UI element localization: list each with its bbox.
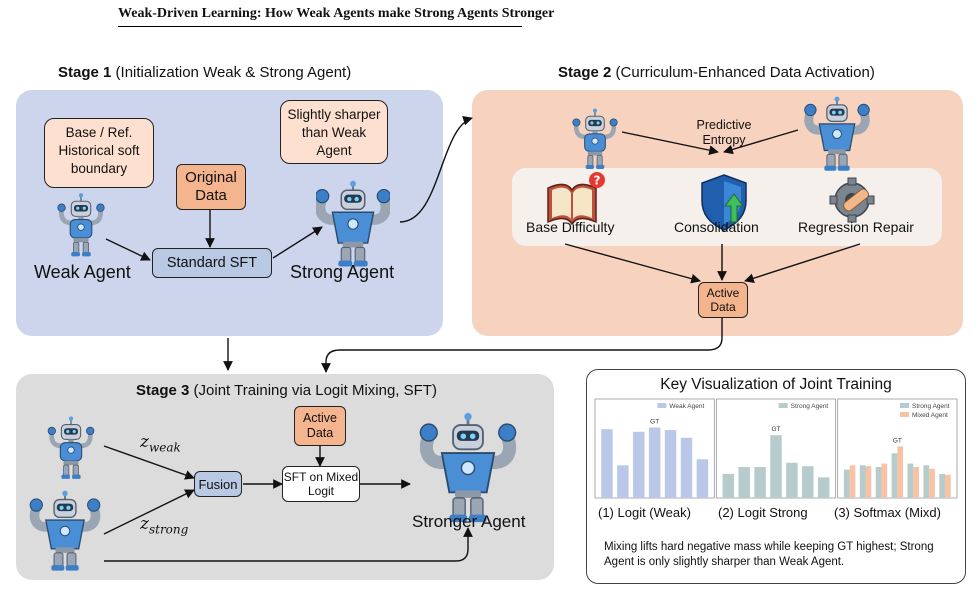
chart-2-bar-strong-agent-6 bbox=[802, 466, 814, 498]
stage1-title: Stage 1 (Initialization Weak & Strong Ag… bbox=[58, 64, 351, 81]
stage2-weak-robot-icon bbox=[573, 109, 617, 169]
weak-agent-speech-bubble: Base / Ref. Historical soft boundary bbox=[44, 118, 154, 188]
stage3-strong-robot-icon bbox=[30, 491, 100, 571]
consolidation-label: Consolidation bbox=[674, 219, 759, 235]
chart-3-bar-mixed-agent-4 bbox=[897, 446, 904, 498]
chart-caption-3: (3) Softmax (Mixd) bbox=[834, 505, 941, 520]
chart-3-bar-mixed-agent-6 bbox=[929, 468, 935, 498]
chart-1-bar-weak-agent-7 bbox=[696, 459, 709, 498]
z-strong-base: z bbox=[140, 514, 149, 534]
chart-1-bar-weak-agent-3 bbox=[633, 431, 645, 498]
weak-agent-label: Weak Agent bbox=[34, 262, 131, 282]
z-strong-sub: strong bbox=[148, 522, 189, 537]
stage3-weak-robot-icon bbox=[48, 417, 94, 479]
stage2-title-bold: Stage 2 bbox=[558, 64, 612, 81]
predictive-entropy-label: Predictive Entropy bbox=[696, 118, 752, 147]
strong-agent-robot-icon bbox=[316, 181, 391, 267]
chart-3-legend-label-1: Strong Agent bbox=[912, 403, 950, 410]
key-visualization-title: Key Visualization of Joint Training bbox=[660, 376, 892, 393]
strong-agent-label: Strong Agent bbox=[290, 262, 395, 282]
stage3-active-data-box: Active Data bbox=[294, 406, 346, 446]
weak-agent-robot-icon bbox=[58, 193, 104, 256]
key-visualization-note: Mixing lifts hard negative mass while ke… bbox=[604, 541, 934, 568]
stage1-title-bold: Stage 1 bbox=[58, 64, 112, 81]
chart-3-bar-strong-agent-2 bbox=[859, 465, 866, 498]
chart-3-bar-mixed-agent-2 bbox=[865, 466, 872, 498]
chart-1-legend-label-1: Weak Agent bbox=[669, 403, 704, 410]
chart-3-bar-strong-agent-4 bbox=[891, 453, 898, 498]
chart-3-bar-mixed-agent-7 bbox=[945, 474, 951, 498]
chart-3-bar-strong-agent-5 bbox=[907, 463, 914, 498]
stage3-title: Stage 3 (Joint Training via Logit Mixing… bbox=[136, 382, 437, 399]
chart-1-bar-weak-agent-6 bbox=[680, 437, 693, 498]
svg-text:?: ? bbox=[594, 174, 601, 188]
z-weak-sub: weak bbox=[148, 440, 181, 455]
chart-2-legend-label-1: Strong Agent bbox=[791, 403, 829, 410]
page-header-title: Weak-Driven Learning: How Weak Agents ma… bbox=[118, 6, 555, 21]
stage3-title-rest: (Joint Training via Logit Mixing, SFT) bbox=[193, 382, 437, 399]
chart-2-bar-strong-agent-3 bbox=[754, 467, 766, 498]
stage2-title-rest: (Curriculum-Enhanced Data Activation) bbox=[615, 64, 875, 81]
book-question-icon: ? bbox=[547, 172, 605, 226]
chart-3-bar-strong-agent-6 bbox=[923, 465, 930, 498]
chart-2-bar-strong-agent-1 bbox=[722, 473, 735, 498]
stage1-title-rest: (Initialization Weak & Strong Agent) bbox=[115, 64, 352, 81]
chart-3-bar-strong-agent-7 bbox=[939, 473, 946, 498]
fusion-box: Fusion bbox=[194, 471, 242, 497]
stage2-strong-robot-icon bbox=[805, 97, 870, 171]
chart-3-legend-swatch-1 bbox=[900, 403, 909, 408]
chart-2-bar-strong-agent-5 bbox=[786, 462, 798, 498]
stage2-title: Stage 2 (Curriculum-Enhanced Data Activa… bbox=[558, 64, 875, 81]
chart-2-legend-swatch-1 bbox=[778, 403, 788, 408]
strong-agent-speech-bubble: Slightly sharper than Weak Agent bbox=[280, 100, 388, 164]
chart-caption-2: (2) Logit Strong bbox=[718, 505, 808, 520]
chart-3-bar-mixed-agent-3 bbox=[881, 463, 888, 498]
chart-1-gt-label: GT bbox=[650, 418, 659, 425]
chart-1-bar-weak-agent-4 bbox=[648, 427, 661, 498]
stronger-agent-robot-icon bbox=[420, 413, 515, 522]
z-weak-label: zweak bbox=[140, 432, 181, 454]
chart-3-bar-strong-agent-3 bbox=[875, 467, 882, 498]
header-rule bbox=[118, 26, 522, 27]
chart-3-bar-strong-agent-1 bbox=[843, 469, 850, 498]
stronger-agent-label: Stronger Agent bbox=[412, 512, 526, 531]
chart-2-bar-strong-agent-2 bbox=[738, 467, 750, 498]
chart-2-gt-label: GT bbox=[771, 426, 780, 433]
active-data-box: Active Data bbox=[698, 282, 748, 318]
sft-mixed-logit-box: SFT on Mixed Logit bbox=[282, 466, 360, 502]
original-data-box: Original Data bbox=[176, 164, 246, 210]
chart-1-bar-weak-agent-1 bbox=[601, 429, 613, 498]
shield-arrow-icon bbox=[701, 174, 747, 231]
z-strong-label: zstrong bbox=[140, 514, 188, 536]
chart-caption-1: (1) Logit (Weak) bbox=[598, 505, 691, 520]
chart-2-bar-strong-agent-4 bbox=[770, 435, 782, 498]
regression-repair-label: Regression Repair bbox=[798, 219, 914, 235]
chart-1-bar-weak-agent-5 bbox=[664, 430, 677, 498]
stage3-title-bold: Stage 3 bbox=[136, 382, 190, 399]
gear-bandage-icon bbox=[829, 177, 875, 223]
standard-sft-box: Standard SFT bbox=[152, 248, 272, 278]
chart-2-bar-strong-agent-7 bbox=[817, 477, 830, 498]
chart-3-gt-label: GT bbox=[893, 437, 902, 444]
chart-1-legend-swatch-1 bbox=[657, 403, 667, 408]
chart-1-bar-weak-agent-2 bbox=[617, 465, 629, 498]
chart-3-frame bbox=[837, 398, 958, 499]
chart-3-bar-mixed-agent-5 bbox=[913, 467, 919, 498]
z-weak-base: z bbox=[140, 432, 149, 452]
base-difficulty-label: Base Difficulty bbox=[526, 219, 615, 235]
chart-3-bar-mixed-agent-1 bbox=[849, 465, 856, 498]
chart-3-legend-label-2: Mixed Agent bbox=[912, 412, 948, 419]
chart-3-legend-swatch-2 bbox=[900, 412, 909, 417]
